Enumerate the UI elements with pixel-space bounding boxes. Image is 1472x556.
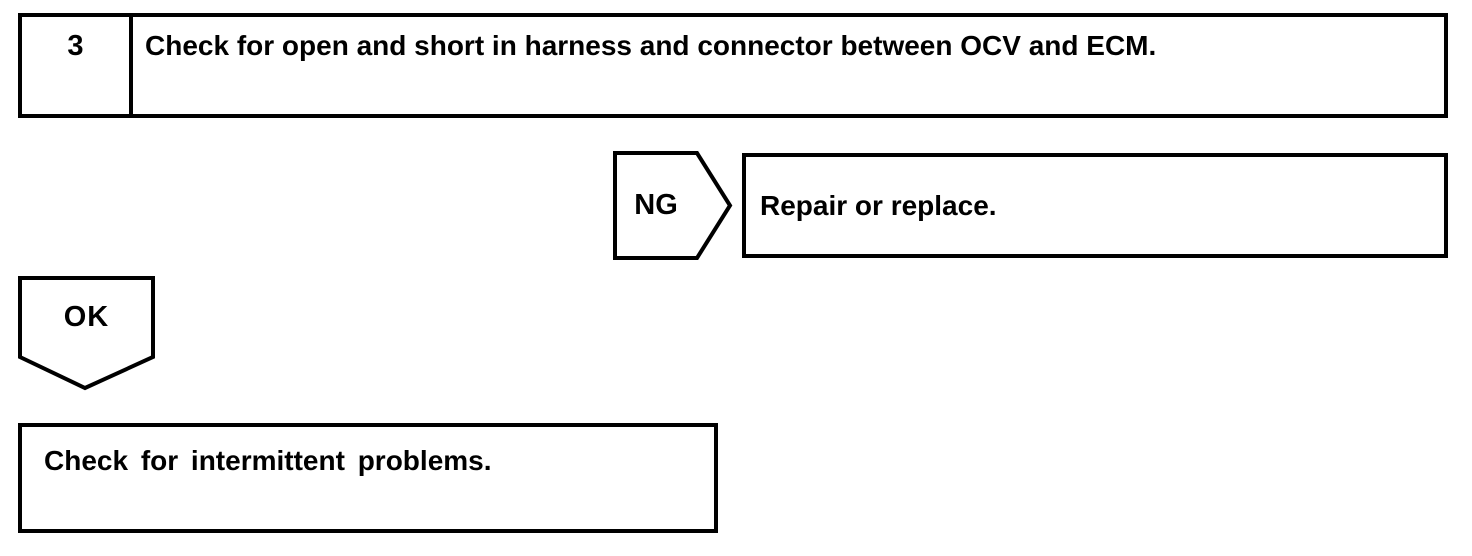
step-number: 3	[67, 30, 84, 62]
ng-label: NG	[634, 189, 678, 221]
ng-pentagon-right-arrow-icon	[613, 151, 733, 260]
ng-action-text: Repair or replace.	[760, 189, 997, 221]
ok-connector-shape	[18, 276, 155, 391]
step-instruction: Check for open and short in harness and …	[145, 30, 1157, 61]
step-number-cell: 3	[22, 17, 133, 114]
ng-action-box: Repair or replace.	[742, 153, 1448, 258]
ok-action-text: Check for intermittent problems.	[44, 445, 492, 476]
step-instruction-cell: Check for open and short in harness and …	[133, 17, 1444, 114]
ok-label: OK	[63, 301, 110, 333]
ng-connector-shape	[613, 151, 733, 260]
step-box: 3 Check for open and short in harness an…	[18, 13, 1448, 118]
ok-action-box: Check for intermittent problems.	[18, 423, 718, 533]
ok-pentagon-down-arrow-icon	[18, 276, 155, 391]
